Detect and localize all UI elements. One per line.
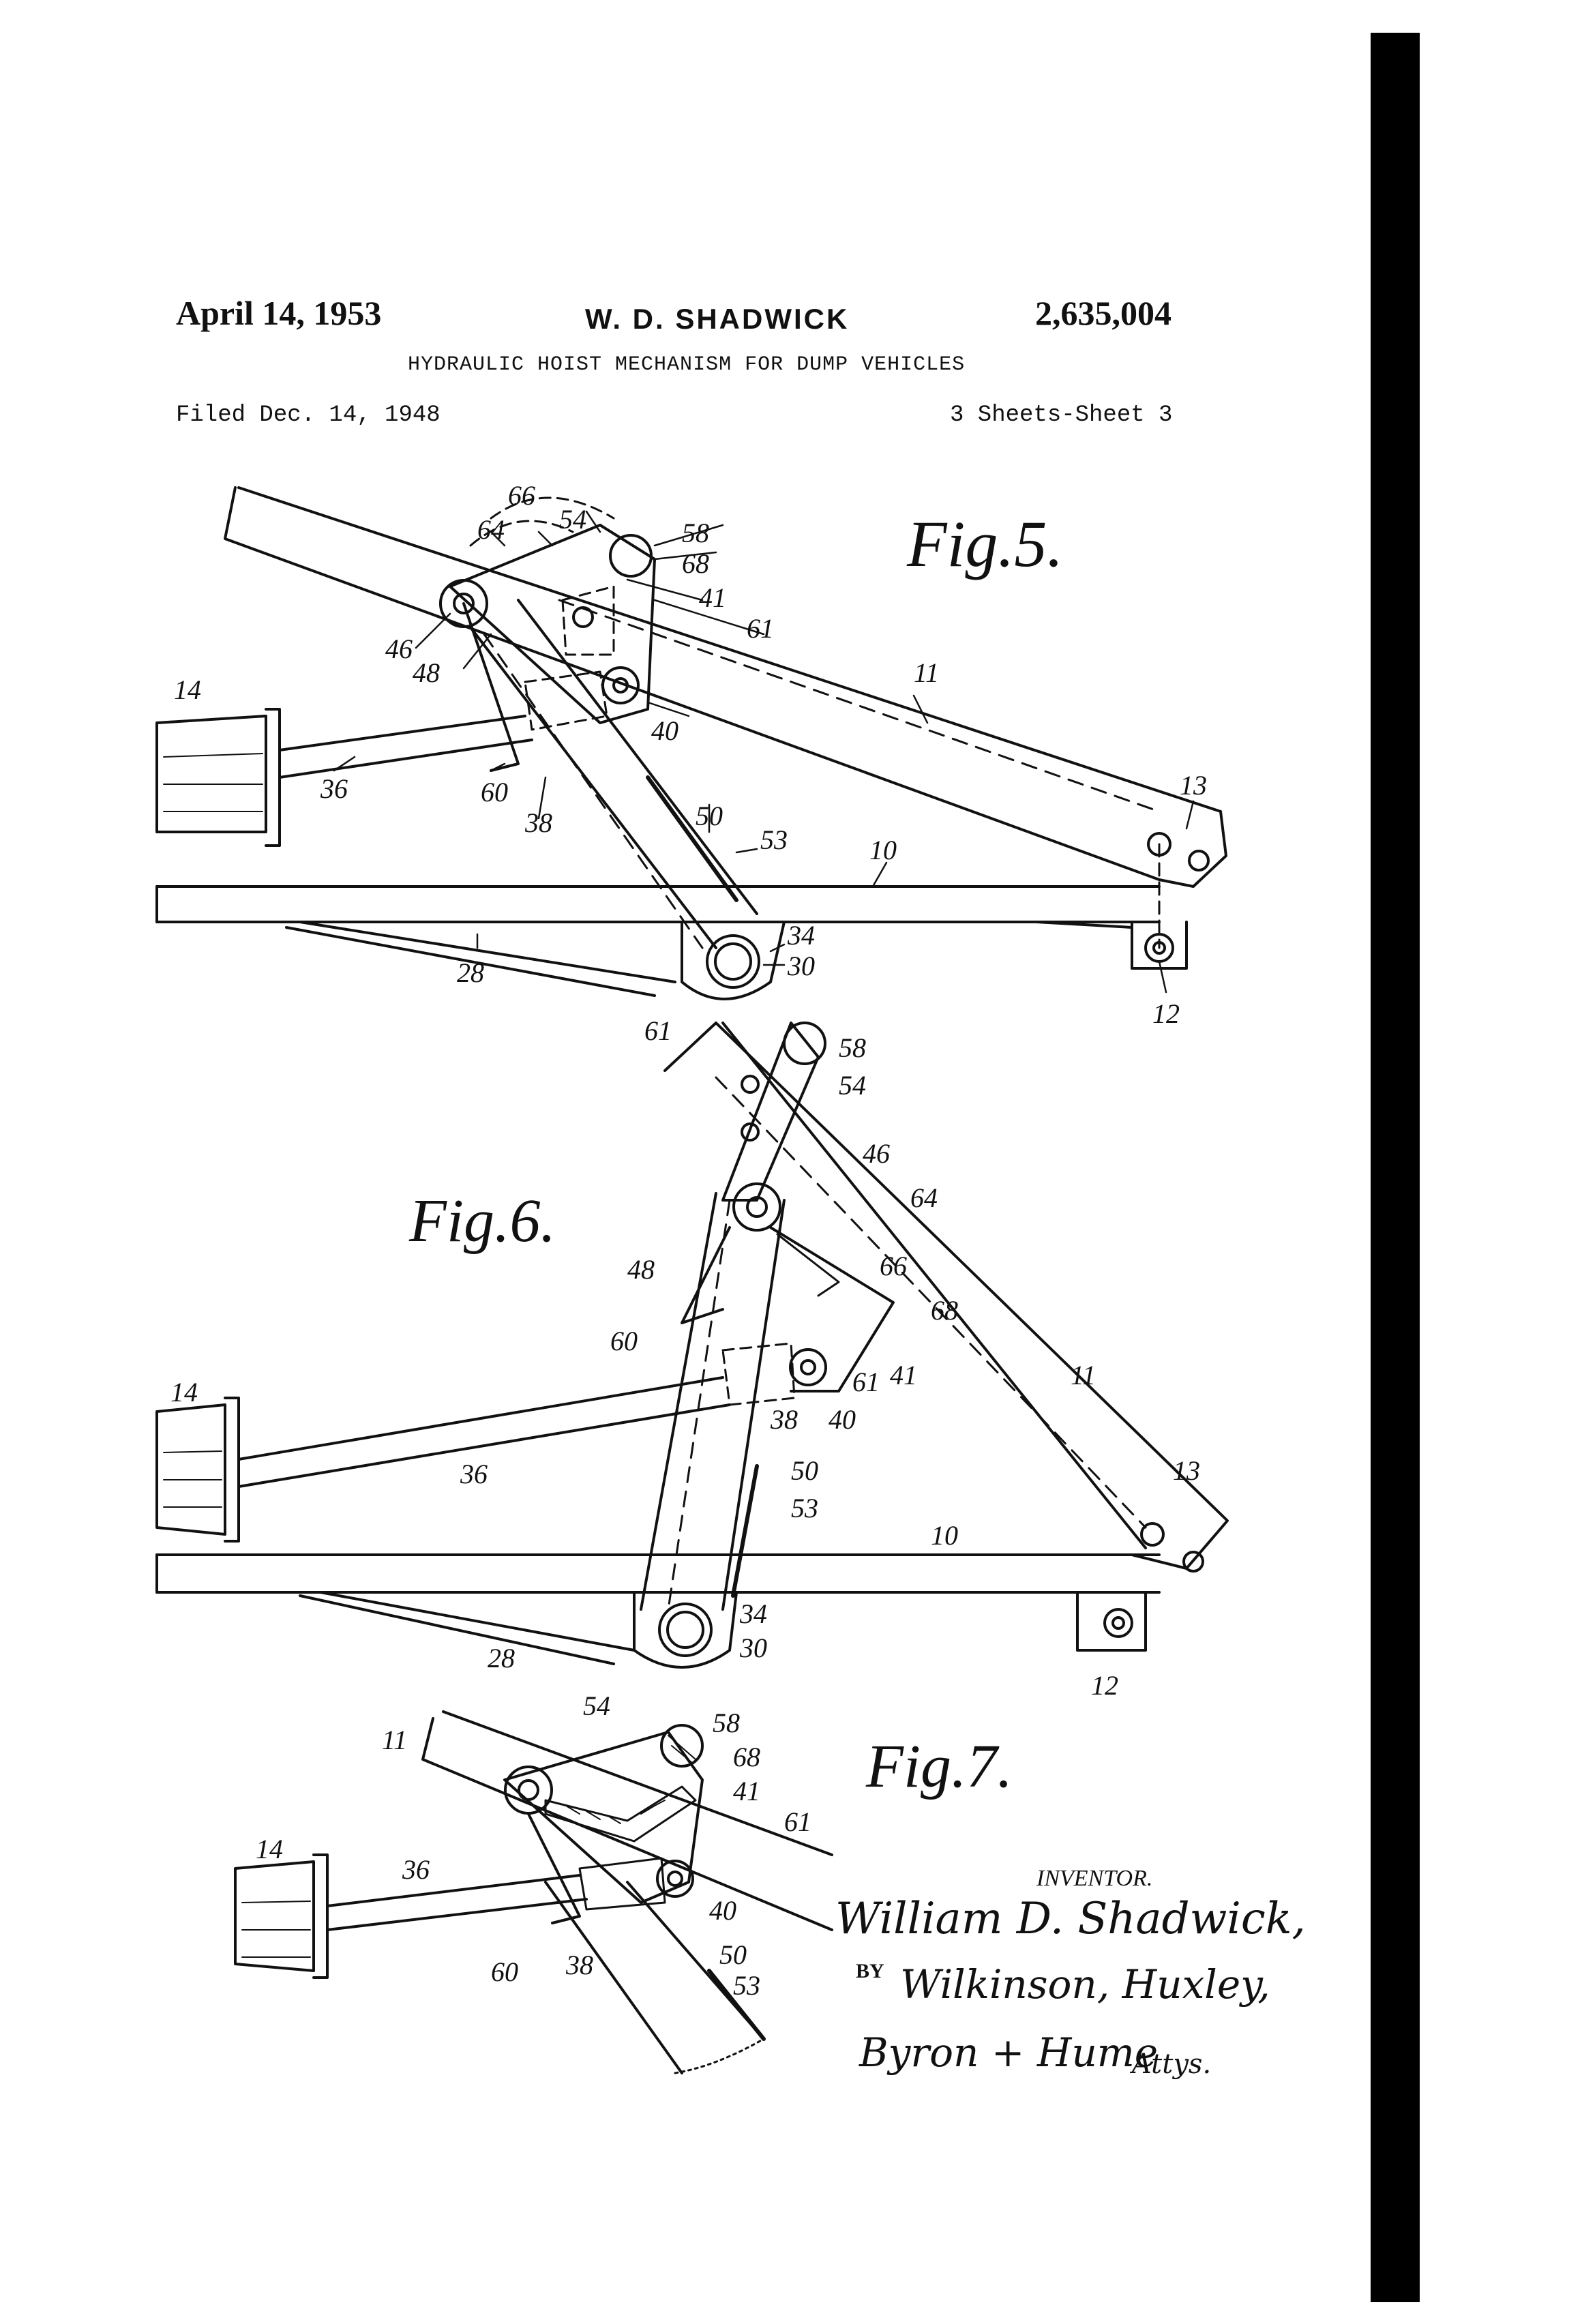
ref-68-fig7: 68 xyxy=(733,1742,760,1772)
ref-54-fig7: 54 xyxy=(583,1690,610,1721)
ref-54-fig6: 54 xyxy=(839,1070,866,1101)
attorney-signature-line1: Wilkinson, Huxley, xyxy=(900,1961,1270,2008)
ref-54-fig5: 54 xyxy=(559,504,586,535)
figure-6 xyxy=(157,1023,1227,1667)
ref-53-fig6: 53 xyxy=(791,1493,818,1523)
leader-lines xyxy=(334,511,1193,992)
ref-28-fig6: 28 xyxy=(488,1643,515,1673)
by-label: BY xyxy=(856,1960,884,1982)
ref-12-fig5: 12 xyxy=(1152,998,1180,1029)
attys-label: Attys. xyxy=(1129,2049,1211,2080)
ref-30-fig6: 30 xyxy=(739,1633,767,1663)
ref-34-fig5: 34 xyxy=(787,920,815,951)
ref-60-fig7: 60 xyxy=(491,1956,518,1987)
attorney-signature-line2: Byron + Hume xyxy=(859,2029,1158,2076)
ref-11-fig6: 11 xyxy=(1071,1360,1096,1390)
ref-53-fig7: 53 xyxy=(733,1970,760,2001)
ref-34-fig6: 34 xyxy=(739,1598,767,1629)
ref-38-fig6: 38 xyxy=(770,1404,798,1435)
inventor-signature: William D. Shadwick, xyxy=(835,1894,1306,1944)
ref-30-fig5: 30 xyxy=(787,951,815,981)
inventor-label: INVENTOR. xyxy=(1036,1866,1152,1891)
ref-60-fig6: 60 xyxy=(610,1326,638,1356)
ref-61-fig6: 61 xyxy=(644,1015,672,1046)
ref-50-fig7: 50 xyxy=(719,1939,747,1970)
ref-40-fig7: 40 xyxy=(709,1895,736,1926)
ref-46-fig5: 46 xyxy=(385,634,413,664)
ref-10-fig5: 10 xyxy=(869,835,897,865)
ref-38-fig7: 38 xyxy=(565,1950,593,1980)
ref-46-fig6: 46 xyxy=(863,1138,890,1169)
ref-36-fig5: 36 xyxy=(320,773,348,804)
ref-61-fig5: 61 xyxy=(747,613,774,644)
ref-68-fig5: 68 xyxy=(682,548,709,579)
ref-41-fig5: 41 xyxy=(699,582,726,613)
ref-14-fig6: 14 xyxy=(170,1377,198,1407)
ref-48-fig5: 48 xyxy=(413,657,440,688)
ref-66-fig6: 66 xyxy=(880,1251,907,1281)
ref-11-fig7: 11 xyxy=(382,1725,407,1755)
ref-40-fig6: 40 xyxy=(829,1404,856,1435)
ref-50-fig5: 50 xyxy=(696,801,723,831)
ref-11-fig5: 11 xyxy=(914,657,939,688)
fig7-caption: Fig.7. xyxy=(865,1733,1013,1800)
ref-28-fig5: 28 xyxy=(457,957,484,988)
ref-68-fig6: 68 xyxy=(931,1295,958,1326)
ref-64-fig6: 64 xyxy=(910,1182,938,1213)
ref-60-fig5: 60 xyxy=(481,777,508,807)
ref-41-fig6: 41 xyxy=(890,1360,917,1390)
ref-36-fig7: 36 xyxy=(402,1854,430,1885)
ref-66-fig5: 66 xyxy=(508,480,535,511)
ref-40-fig5: 40 xyxy=(651,715,678,746)
fig5-caption: Fig.5. xyxy=(906,507,1063,580)
ref-38-fig5: 38 xyxy=(524,807,552,838)
ref-48-fig6: 48 xyxy=(627,1254,655,1285)
ref-61-fig7: 61 xyxy=(784,1806,811,1837)
ref-64-fig5: 64 xyxy=(477,514,505,545)
ref-13-fig5: 13 xyxy=(1180,770,1207,801)
ref-58-fig5: 58 xyxy=(682,518,709,548)
ref-36-fig6: 36 xyxy=(460,1459,488,1489)
ref-58-fig6: 58 xyxy=(839,1032,866,1063)
ref-13-fig6: 13 xyxy=(1173,1455,1200,1486)
fig6-caption: Fig.6. xyxy=(408,1187,556,1255)
ref-10-fig6: 10 xyxy=(931,1520,958,1551)
ref-14-fig7: 14 xyxy=(256,1834,283,1864)
ref-14-fig5: 14 xyxy=(174,674,201,705)
ref-12-fig6: 12 xyxy=(1091,1670,1118,1701)
ref-50-fig6: 50 xyxy=(791,1455,818,1486)
ref-53-fig5: 53 xyxy=(760,824,788,855)
ref-41-fig7: 41 xyxy=(733,1776,760,1806)
ref-61b-fig6: 61 xyxy=(852,1367,880,1397)
ref-58-fig7: 58 xyxy=(713,1708,740,1738)
